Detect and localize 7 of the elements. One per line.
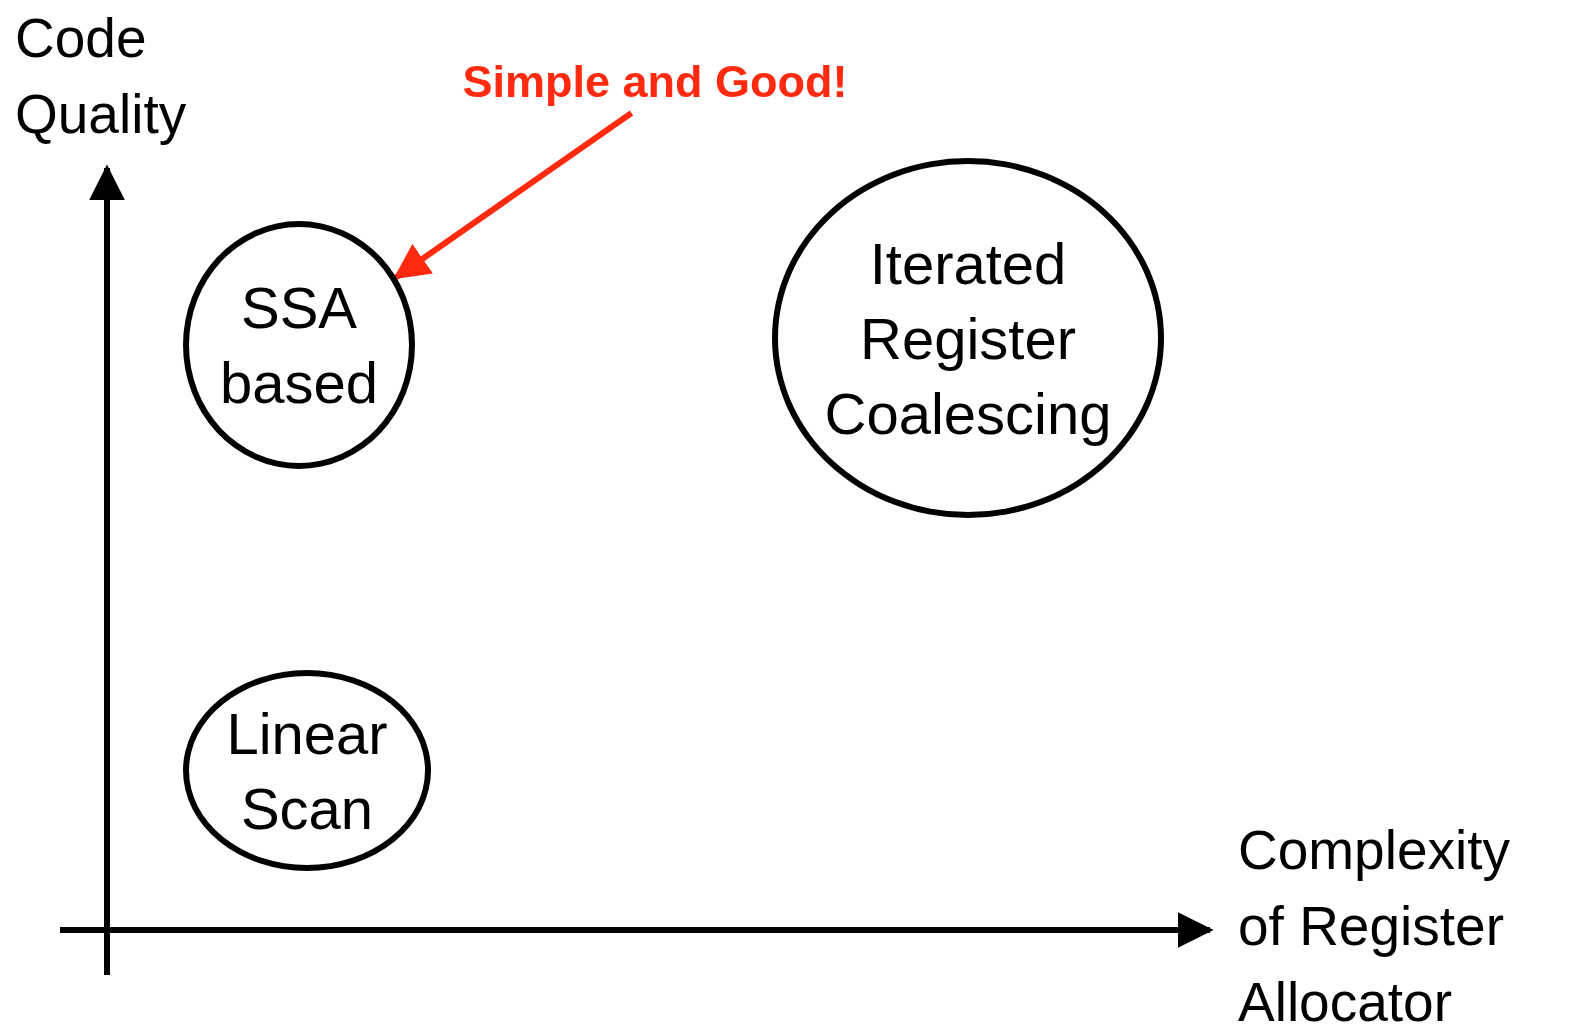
axis-label: Complexity of Register Allocator [1238, 818, 1512, 1031]
method-ellipse: SSA based [183, 221, 415, 469]
axis-label: Code Quality [15, 6, 188, 147]
method-ellipse: Iterated Register Coalescing [772, 158, 1164, 518]
callout-text: Simple and Good! [420, 52, 890, 110]
arrow [393, 110, 634, 280]
method-ellipse: Linear Scan [183, 670, 431, 871]
